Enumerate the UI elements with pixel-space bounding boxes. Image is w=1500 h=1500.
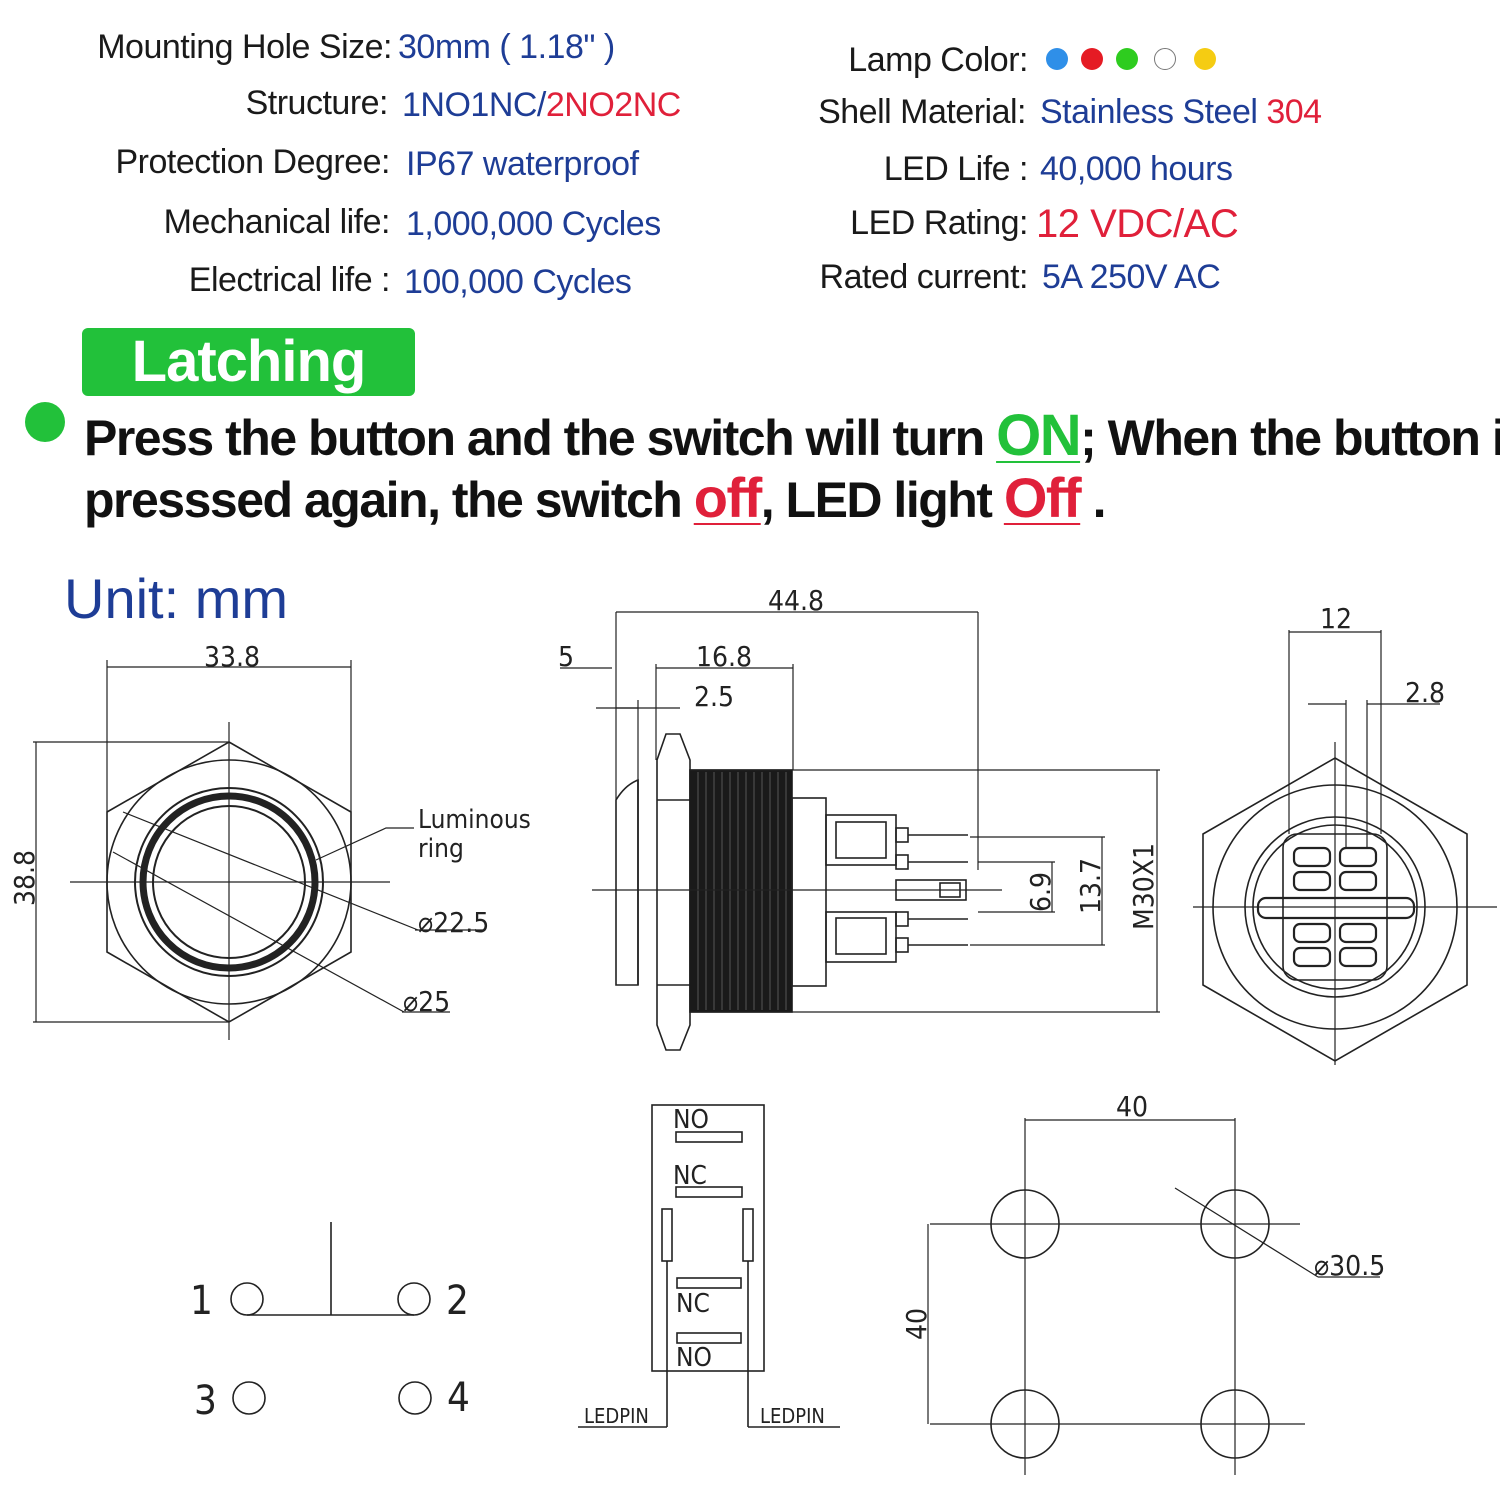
side-pin-gap-dimension: 6.9: [1024, 872, 1057, 912]
bullet-dot-icon: [25, 402, 65, 442]
spec-label-shell-material: Shell Material:: [818, 93, 1026, 131]
shell-material-value-b: 304: [1266, 93, 1322, 131]
spec-label-lamp-color: Lamp Color:: [848, 41, 1028, 79]
front-height-dimension: 38.8: [8, 850, 41, 906]
pin-nc-bottom-label: NC: [676, 1289, 710, 1319]
spec-label-led-rating: LED Rating:: [850, 204, 1028, 242]
back-width-dimension: 12: [1320, 602, 1352, 635]
ledpin-left-label: LEDPIN: [584, 1404, 649, 1428]
spec-value-electrical-life: 100,000 Cycles: [404, 263, 632, 301]
latching-badge: Latching: [82, 328, 415, 396]
spec-label-mounting-hole: Mounting Hole Size:: [97, 28, 392, 66]
side-view-drawing: [560, 611, 1160, 1051]
description-part-3: presssed again, the switch: [84, 472, 694, 528]
description-off-word: off: [693, 466, 763, 529]
description-on-word: ON: [996, 403, 1082, 468]
terminal-3-label: 3: [194, 1378, 217, 1424]
lamp-color-dot-red: [1081, 48, 1103, 70]
ring-label: ring: [418, 834, 464, 864]
front-width-dimension: 33.8: [204, 640, 260, 673]
description-part-5: .: [1080, 472, 1107, 528]
description-part-4: , LED light: [760, 472, 1004, 528]
description-part-2: ; When the button is: [1080, 410, 1500, 466]
spec-value-mounting-hole: 30mm ( 1.18" ): [398, 28, 615, 66]
side-flange-dimension: 2.5: [694, 680, 734, 713]
hole-layout-drawing: [927, 1118, 1380, 1475]
back-view-drawing: [1193, 630, 1497, 1065]
hole-spacing-y-dimension: 40: [900, 1308, 933, 1340]
pin-nc-top-label: NC: [673, 1161, 707, 1191]
spec-value-rated-current: 5A 250V AC: [1042, 258, 1221, 296]
side-pin-span-dimension: 13.7: [1074, 858, 1107, 914]
ledpin-right-label: LEDPIN: [760, 1404, 825, 1428]
back-pitch-dimension: 2.8: [1405, 676, 1445, 709]
unit-label: Unit: mm: [64, 567, 288, 630]
pin-no-bottom-label: NO: [676, 1343, 712, 1373]
luminous-label: Luminous: [418, 805, 531, 835]
terminal-symbol-drawing: [230, 1222, 432, 1415]
side-body-dimension: 16.8: [696, 640, 752, 673]
pin-no-top-label: NO: [673, 1105, 709, 1135]
spec-label-structure: Structure:: [245, 84, 389, 122]
spec-value-structure: 1NO1NC/2NO2NC: [402, 86, 681, 125]
spec-label-electrical-life: Electrical life :: [188, 261, 391, 299]
hole-diameter-label: ⌀30.5: [1314, 1249, 1385, 1282]
structure-value-a: 1NO1NC/: [402, 86, 546, 124]
side-front-dimension: 5: [558, 640, 574, 673]
shell-material-value-a: Stainless Steel: [1040, 93, 1267, 131]
hole-spacing-x-dimension: 40: [1116, 1090, 1148, 1123]
inner-diameter-label: ⌀22.5: [418, 906, 489, 939]
terminal-1-label: 1: [190, 1278, 213, 1324]
outer-diameter-label: ⌀25: [403, 985, 450, 1018]
lamp-color-dot-white: [1154, 48, 1176, 70]
lamp-color-dot-blue: [1046, 48, 1068, 70]
side-length-dimension: 44.8: [768, 584, 824, 617]
structure-value-b: 2NO2NC: [545, 86, 681, 124]
spec-label-led-life: LED Life :: [883, 150, 1029, 188]
spec-value-mechanical-life: 1,000,000 Cycles: [406, 205, 661, 243]
spec-label-rated-current: Rated current:: [819, 258, 1029, 296]
spec-label-mechanical-life: Mechanical life:: [163, 203, 391, 241]
description-line-2: presssed again, the switch off, LED ligh…: [84, 465, 1107, 530]
description-part-1: Press the button and the switch will tur…: [84, 410, 997, 466]
terminal-2-label: 2: [446, 1278, 469, 1324]
lamp-color-dot-yellow: [1194, 48, 1216, 70]
spec-value-led-life: 40,000 hours: [1040, 150, 1233, 188]
description-line-1: Press the button and the switch will tur…: [84, 402, 1500, 469]
description-off-led-word: Off: [1003, 466, 1082, 529]
spec-label-protection: Protection Degree:: [115, 143, 391, 181]
lamp-color-dot-green: [1116, 48, 1138, 70]
thread-size-label: M30X1: [1127, 843, 1160, 930]
spec-value-protection: IP67 waterproof: [406, 145, 639, 183]
spec-value-led-rating: 12 VDC/AC: [1036, 202, 1239, 246]
spec-value-shell-material: Stainless Steel 304: [1040, 93, 1322, 132]
terminal-4-label: 4: [447, 1375, 470, 1421]
front-view-drawing: [33, 660, 484, 1040]
pin-layout-drawing: [578, 1104, 840, 1428]
